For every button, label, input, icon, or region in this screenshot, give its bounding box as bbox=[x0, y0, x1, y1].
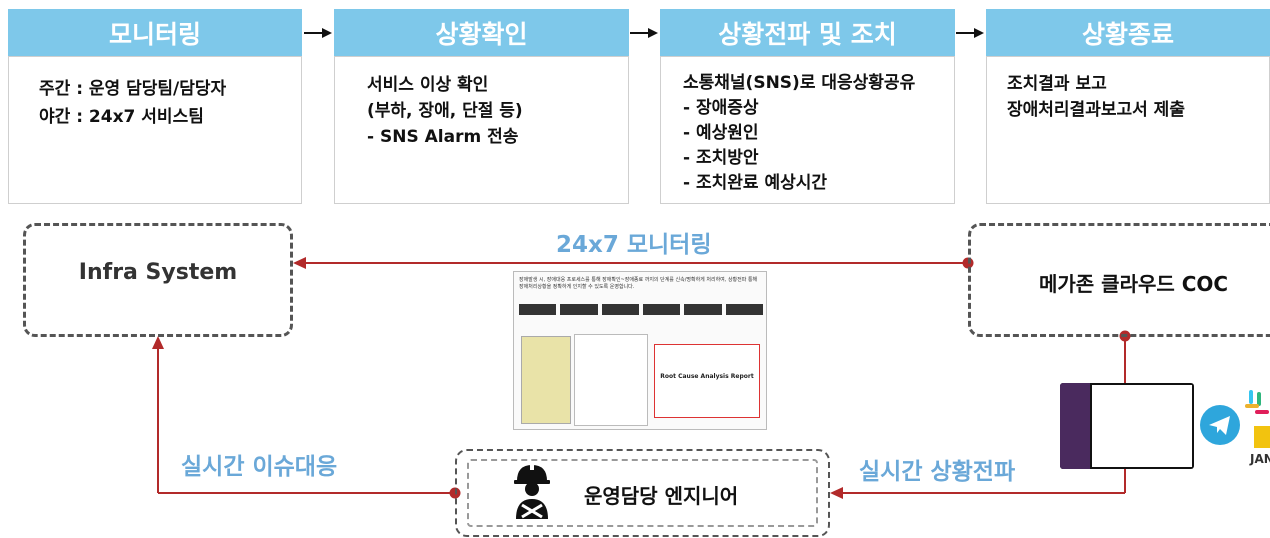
stage-line: - 조치완료 예상시간 bbox=[683, 173, 828, 193]
engineer-inner-frame bbox=[467, 459, 818, 527]
stage-body-monitoring: 주간 : 운영 담당팀/담당자 야간 : 24x7 서비스팀 bbox=[8, 56, 302, 204]
stage-line: - SNS Alarm 전송 bbox=[367, 127, 519, 147]
stage-body-action: 소통채널(SNS)로 대응상황공유 - 장애증상 - 예상원인 - 조치방안 -… bbox=[660, 56, 955, 204]
infra-system-node: Infra System bbox=[23, 223, 293, 337]
arrow-up-icon bbox=[152, 336, 164, 349]
doc-sheet-image bbox=[574, 334, 648, 426]
jandi-logo-icon bbox=[1254, 426, 1270, 448]
stage-line: - 예상원인 bbox=[683, 123, 759, 143]
coc-node: 메가존 클라우드 COC bbox=[968, 223, 1270, 337]
stage-header-monitoring: 모니터링 bbox=[8, 9, 302, 56]
process-document-thumbnail: 장애발생 시, 장애대응 프로세스를 통해 장애확인~장애종료 까지의 단계를 … bbox=[513, 271, 767, 430]
doc-process-bar bbox=[519, 304, 763, 315]
flow-label-realtime-issue: 실시간 이슈대응 bbox=[181, 454, 338, 480]
arrow-left-icon bbox=[293, 257, 306, 269]
stage-line: - 조치방안 bbox=[683, 148, 759, 168]
arrow-right-icon bbox=[630, 28, 658, 38]
stage-body-check: 서비스 이상 확인 (부하, 장애, 단절 등) - SNS Alarm 전송 bbox=[334, 56, 629, 204]
chat-panel bbox=[1092, 385, 1192, 467]
flow-label-monitoring: 24x7 모니터링 bbox=[556, 232, 712, 258]
stage-header-action: 상황전파 및 조치 bbox=[660, 9, 955, 56]
stage-line: 소통채널(SNS)로 대응상황공유 bbox=[683, 73, 916, 93]
stage-line: 장애처리결과보고서 제출 bbox=[1007, 100, 1185, 120]
sns-chat-screenshot bbox=[1060, 383, 1194, 469]
doc-phone-image bbox=[521, 336, 571, 424]
stage-line: 서비스 이상 확인 bbox=[367, 75, 489, 95]
infra-system-label: Infra System bbox=[78, 260, 238, 285]
arrow-right-icon bbox=[304, 28, 332, 38]
engineer-worker-icon bbox=[514, 463, 550, 519]
doc-report-title: Root Cause Analysis Report bbox=[660, 373, 754, 380]
slack-icon bbox=[1245, 390, 1269, 414]
stage-line: 조치결과 보고 bbox=[1007, 74, 1107, 94]
jandi-logo-text: JAN bbox=[1250, 452, 1270, 466]
engineer-node: 운영담당 엔지니어 bbox=[455, 449, 830, 537]
coc-label: 메가존 클라우드 COC bbox=[1039, 272, 1229, 296]
arrow-left-icon bbox=[830, 487, 843, 499]
stage-header-close: 상황종료 bbox=[986, 9, 1270, 56]
doc-header-text: 장애발생 시, 장애대응 프로세스를 통해 장애확인~장애종료 까지의 단계를 … bbox=[519, 277, 758, 290]
chat-sidebar bbox=[1060, 383, 1090, 469]
telegram-icon bbox=[1200, 405, 1240, 445]
stage-header-check: 상황확인 bbox=[334, 9, 629, 56]
flow-label-realtime-share: 실시간 상황전파 bbox=[859, 459, 1016, 485]
stage-line: - 장애증상 bbox=[683, 98, 759, 118]
stage-line: 야간 : 24x7 서비스팀 bbox=[39, 107, 204, 127]
stage-line: 주간 : 운영 담당팀/담당자 bbox=[39, 79, 227, 99]
stage-body-close: 조치결과 보고 장애처리결과보고서 제출 bbox=[986, 56, 1270, 204]
engineer-label: 운영담당 엔지니어 bbox=[584, 484, 739, 508]
doc-report-box: Root Cause Analysis Report bbox=[654, 344, 760, 418]
stage-line: (부하, 장애, 단절 등) bbox=[367, 101, 523, 121]
arrow-right-icon bbox=[956, 28, 984, 38]
